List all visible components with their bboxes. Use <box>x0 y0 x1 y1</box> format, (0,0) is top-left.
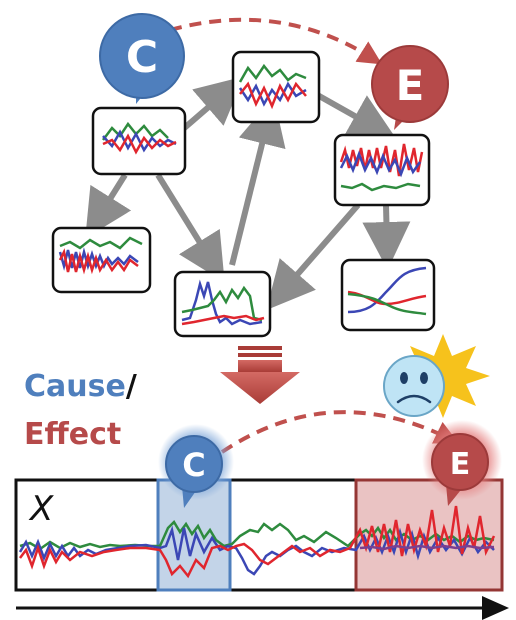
effect-bubble-top: E <box>371 45 449 130</box>
cause-bubble-top: C <box>99 13 185 104</box>
node-right <box>340 258 436 332</box>
edge-e-to-bottom <box>266 203 361 311</box>
series-red <box>19 505 496 579</box>
node-left <box>51 226 152 294</box>
edge-c-to-top <box>180 76 245 133</box>
effect-bubble-timeline-label: E <box>450 447 471 482</box>
edge-c-to-left <box>85 173 132 239</box>
node-top <box>231 50 321 124</box>
svg-text:Cause/: Cause/ <box>24 369 137 404</box>
timeline-panel: X <box>14 478 504 592</box>
cause-bubble-timeline-label: C <box>182 446 205 484</box>
edge-e-to-right <box>362 204 411 270</box>
down-arrow-icon <box>220 346 300 404</box>
series-purple <box>359 544 495 551</box>
edge-c-to-bottom <box>155 173 225 283</box>
effect-word: Effect <box>24 417 121 452</box>
effect-bubble-top-label: E <box>396 61 425 110</box>
top-causal-arc <box>169 17 383 65</box>
edge-bottom-to-top <box>229 96 286 266</box>
cause-bubble-timeline: C <box>158 424 234 508</box>
sad-face-icon <box>383 355 445 417</box>
effect-bubble-timeline: E <box>422 420 502 506</box>
node-bottom <box>173 270 272 338</box>
timeline-causal-arc <box>220 410 459 454</box>
cause-bubble-top-label: C <box>126 32 158 83</box>
variable-label: X <box>28 489 54 529</box>
cause-word: Cause <box>24 369 126 404</box>
node-effect <box>333 133 431 207</box>
slash: / <box>126 369 137 404</box>
node-cause <box>91 106 187 176</box>
